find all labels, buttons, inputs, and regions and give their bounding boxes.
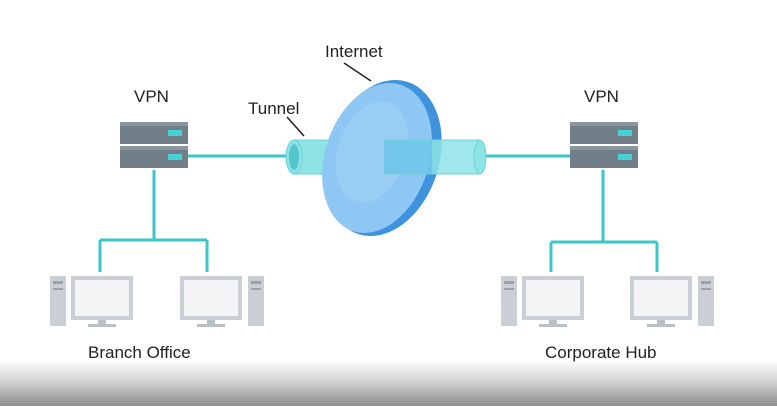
monitor-icon [71,276,133,327]
monitor-icon [522,276,584,327]
monitor-icon [180,276,242,327]
vpn-left-label: VPN [134,87,169,106]
internet-callout-line [343,62,372,82]
tunnel-front-segment [384,139,487,175]
tunnel-label: Tunnel [248,99,300,118]
server-icon [120,122,188,168]
internet-disc-icon [322,79,442,237]
hub-workstation-1 [501,276,584,327]
network-links [98,154,659,272]
vpn-right-label: VPN [584,87,619,106]
pc-tower-icon [501,276,517,326]
pc-tower-icon [248,276,264,326]
branch-workstation-2 [180,276,264,327]
branch-office-label: Branch Office [88,343,191,362]
bottom-fade-bar [0,360,777,406]
monitor-icon [630,276,692,327]
branch-workstation-1 [50,276,133,327]
hub-workstation-2 [630,276,714,327]
pc-tower-icon [50,276,66,326]
server-icon [570,122,638,168]
tunnel-callout-line [286,116,305,137]
internet-label: Internet [325,42,383,61]
corporate-hub-label: Corporate Hub [545,343,657,362]
pc-tower-icon [698,276,714,326]
